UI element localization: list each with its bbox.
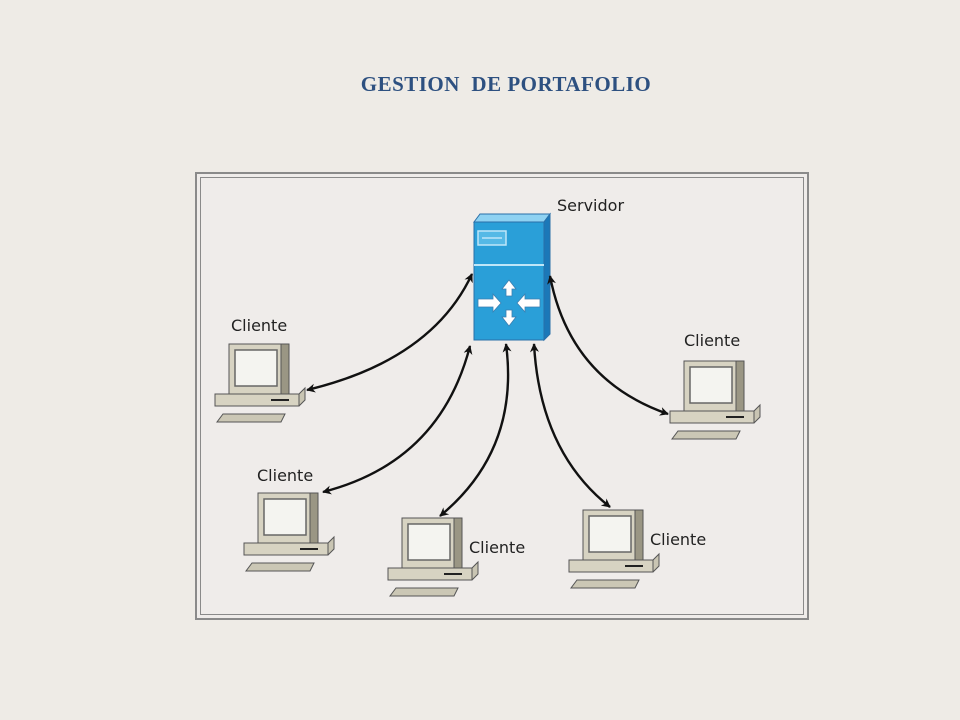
desktop-computer-icon: [669, 360, 761, 440]
desktop-computer-icon: [243, 492, 335, 572]
connection-line: [306, 273, 474, 393]
desktop-computer-icon: [214, 343, 306, 423]
slide-title: GESTION DE PORTAFOLIO: [360, 72, 652, 96]
client-label: Cliente: [650, 530, 707, 549]
client-label: Cliente: [257, 466, 314, 485]
connection-line: [439, 343, 512, 517]
client-label: Cliente: [684, 331, 741, 350]
server-label: Servidor: [557, 196, 625, 215]
connection-line: [547, 275, 669, 416]
client-label: Cliente: [469, 538, 526, 557]
client-label: Cliente: [231, 316, 288, 335]
connection-line: [322, 345, 473, 495]
desktop-computer-icon: [387, 517, 479, 597]
server-icon: [473, 212, 551, 342]
connection-line: [529, 343, 611, 508]
desktop-computer-icon: [568, 509, 660, 589]
